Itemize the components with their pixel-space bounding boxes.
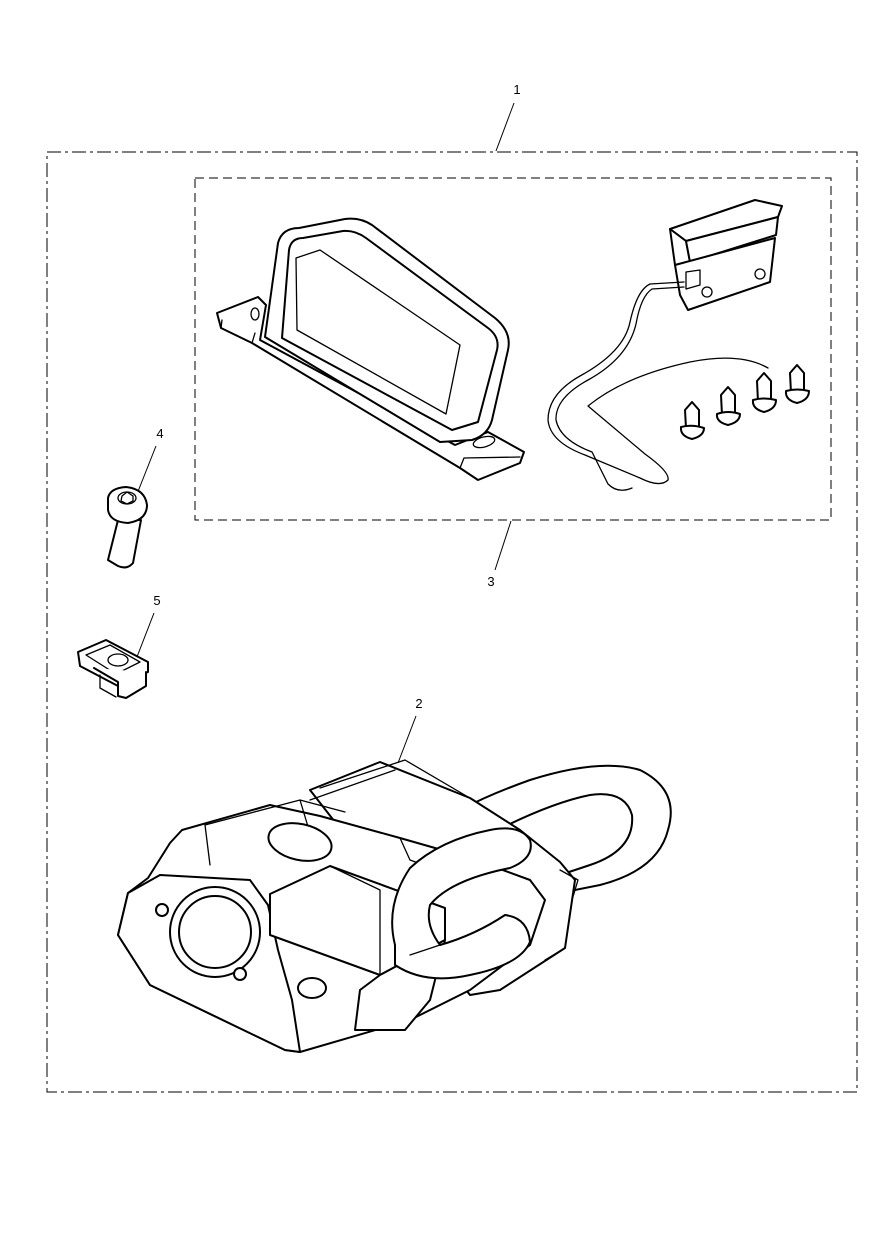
callout-1-label: 1 — [513, 82, 520, 97]
callout-2-leader — [397, 715, 417, 764]
alarm-bracket — [216, 217, 525, 481]
kit-boundary — [46, 151, 858, 1093]
padlock — [117, 759, 672, 1053]
sensor-screws — [679, 364, 810, 440]
callout-1-leader — [495, 102, 515, 152]
bolt — [107, 486, 148, 569]
callout-5-label: 5 — [153, 593, 160, 608]
callout-2-label: 2 — [415, 696, 422, 711]
callout-4-label: 4 — [156, 426, 163, 441]
callout-5-leader — [134, 612, 155, 663]
callout-3-label: 3 — [487, 574, 494, 589]
alarm-sensor — [547, 199, 783, 491]
clip-nut — [77, 639, 149, 699]
alarm-kit-boundary — [194, 177, 832, 521]
callout-4-leader — [136, 445, 157, 495]
callout-3-leader — [494, 520, 512, 571]
